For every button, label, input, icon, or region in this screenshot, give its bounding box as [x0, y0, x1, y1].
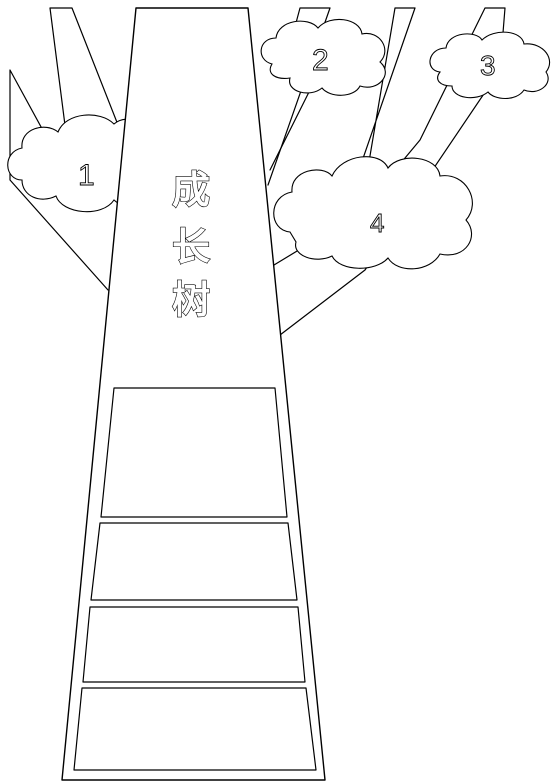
- cloud-3: 3: [429, 31, 551, 100]
- branch-right-3: [279, 7, 506, 336]
- trunk-outline: [61, 7, 326, 781]
- branch-left-upper: [49, 7, 121, 181]
- cloud-3-label: 3: [480, 50, 496, 81]
- title-char-3: 树: [172, 278, 210, 322]
- panel-3: [82, 606, 306, 683]
- cloud-1-label: 1: [78, 159, 95, 192]
- panels: [73, 387, 317, 771]
- branch-left-outer: [9, 69, 109, 291]
- title-char-1: 成: [172, 168, 210, 212]
- panel-2: [90, 522, 298, 601]
- title-char-2: 长: [172, 225, 210, 269]
- trunk: [61, 7, 326, 781]
- cloud-4-label: 4: [370, 208, 384, 238]
- panel-1: [100, 387, 288, 518]
- trunk-title: 成 长 树: [171, 167, 210, 322]
- panel-4: [73, 687, 317, 771]
- cloud-2-label: 2: [312, 44, 329, 77]
- cloud-2: 2: [260, 18, 386, 96]
- cloud-4: 4: [273, 156, 473, 270]
